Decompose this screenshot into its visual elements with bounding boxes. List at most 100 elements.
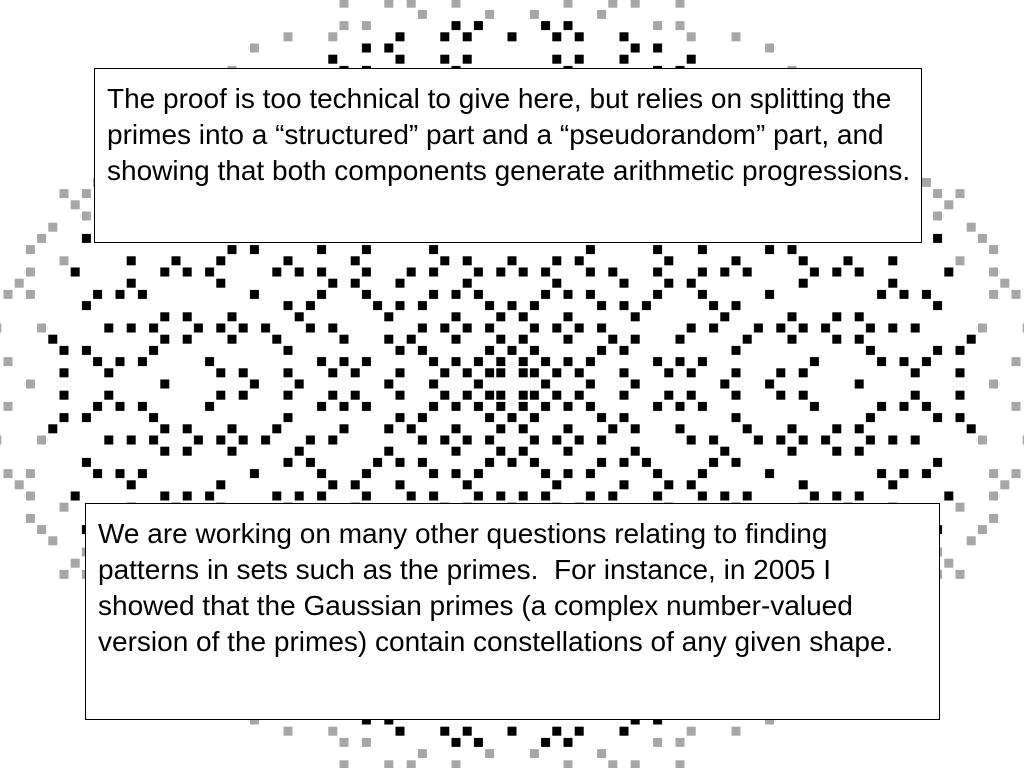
- prime-dot: [283, 301, 293, 311]
- prime-dot: [429, 401, 439, 411]
- prime-dot: [809, 401, 819, 411]
- prime-dot: [451, 760, 461, 768]
- prime-dot: [664, 278, 674, 288]
- prime-dot: [619, 368, 629, 378]
- prime-dot: [675, 0, 685, 8]
- prime-dot: [585, 245, 595, 255]
- prime-dot: [910, 368, 920, 378]
- prime-dot: [350, 368, 360, 378]
- prime-dot: [653, 245, 663, 255]
- prime-dot: [25, 289, 35, 299]
- prime-dot: [574, 435, 584, 445]
- prime-dot: [686, 323, 696, 333]
- prime-dot: [227, 446, 237, 456]
- prime-dot: [249, 379, 259, 389]
- prime-dot: [126, 480, 136, 490]
- prime-dot: [541, 289, 551, 299]
- prime-dot: [585, 491, 595, 501]
- prime-dot: [451, 357, 461, 367]
- prime-dot: [686, 368, 696, 378]
- prime-dot: [585, 469, 595, 479]
- prime-dot: [59, 390, 69, 400]
- prime-dot: [731, 390, 741, 400]
- prime-dot: [529, 323, 539, 333]
- prime-dot: [518, 424, 528, 434]
- prime-dot: [81, 211, 91, 221]
- prime-dot: [473, 737, 483, 747]
- prime-dot: [563, 737, 573, 747]
- prime-dot: [619, 32, 629, 42]
- prime-dot: [496, 357, 506, 367]
- prime-dot: [989, 245, 999, 255]
- prime-dot: [462, 390, 472, 400]
- prime-dot: [339, 737, 349, 747]
- prime-dot: [877, 401, 887, 411]
- prime-dot: [283, 413, 293, 423]
- prime-dot: [563, 469, 573, 479]
- prime-dot: [877, 469, 887, 479]
- prime-dot: [317, 401, 327, 411]
- prime-dot: [473, 267, 483, 277]
- prime-dot: [686, 390, 696, 400]
- prime-dot: [1011, 469, 1021, 479]
- prime-dot: [440, 726, 450, 736]
- prime-dot: [709, 435, 719, 445]
- prime-dot: [227, 245, 237, 255]
- prime-dot: [81, 413, 91, 423]
- prime-dot: [283, 390, 293, 400]
- prime-dot: [798, 390, 808, 400]
- prime-dot: [149, 323, 159, 333]
- prime-dot: [249, 245, 259, 255]
- prime-dot: [81, 457, 91, 467]
- prime-dot: [653, 267, 663, 277]
- prime-dot: [843, 256, 853, 266]
- prime-dot: [1022, 435, 1024, 445]
- prime-dot: [686, 435, 696, 445]
- prime-dot: [216, 323, 226, 333]
- prime-dot: [541, 401, 551, 411]
- prime-dot: [496, 446, 506, 456]
- prime-dot: [429, 469, 439, 479]
- prime-dot: [888, 256, 898, 266]
- prime-dot: [451, 289, 461, 299]
- prime-dot: [787, 334, 797, 344]
- prime-dot: [384, 715, 394, 725]
- prime-dot: [574, 256, 584, 266]
- prime-dot: [865, 413, 875, 423]
- prime-dot: [507, 32, 517, 42]
- prime-dot: [731, 32, 741, 42]
- prime-dot: [731, 726, 741, 736]
- prime-dot: [283, 256, 293, 266]
- prime-dot: [317, 357, 327, 367]
- prime-dot: [563, 312, 573, 322]
- prime-dot: [350, 480, 360, 490]
- prime-dot: [3, 357, 13, 367]
- prime-dot: [675, 357, 685, 367]
- prime-dot: [563, 446, 573, 456]
- prime-dot: [798, 256, 808, 266]
- prime-dot: [59, 368, 69, 378]
- prime-dot: [619, 345, 629, 355]
- prime-dot: [417, 9, 427, 19]
- prime-dot: [417, 345, 427, 355]
- prime-dot: [518, 267, 528, 277]
- prime-dot: [563, 289, 573, 299]
- prime-dot: [664, 368, 674, 378]
- prime-dot: [697, 245, 707, 255]
- prime-dot: [350, 256, 360, 266]
- prime-dot: [933, 345, 943, 355]
- prime-dot: [115, 357, 125, 367]
- prime-dot: [496, 390, 506, 400]
- prime-dot: [1011, 289, 1021, 299]
- prime-dot: [518, 357, 528, 367]
- prime-dot: [182, 267, 192, 277]
- prime-dot: [473, 289, 483, 299]
- prime-dot: [283, 368, 293, 378]
- prime-dot: [328, 368, 338, 378]
- prime-dot: [137, 357, 147, 367]
- prime-dot: [731, 457, 741, 467]
- prime-dot: [910, 323, 920, 333]
- prime-dot: [574, 390, 584, 400]
- prime-dot: [384, 379, 394, 389]
- prime-dot: [933, 189, 943, 199]
